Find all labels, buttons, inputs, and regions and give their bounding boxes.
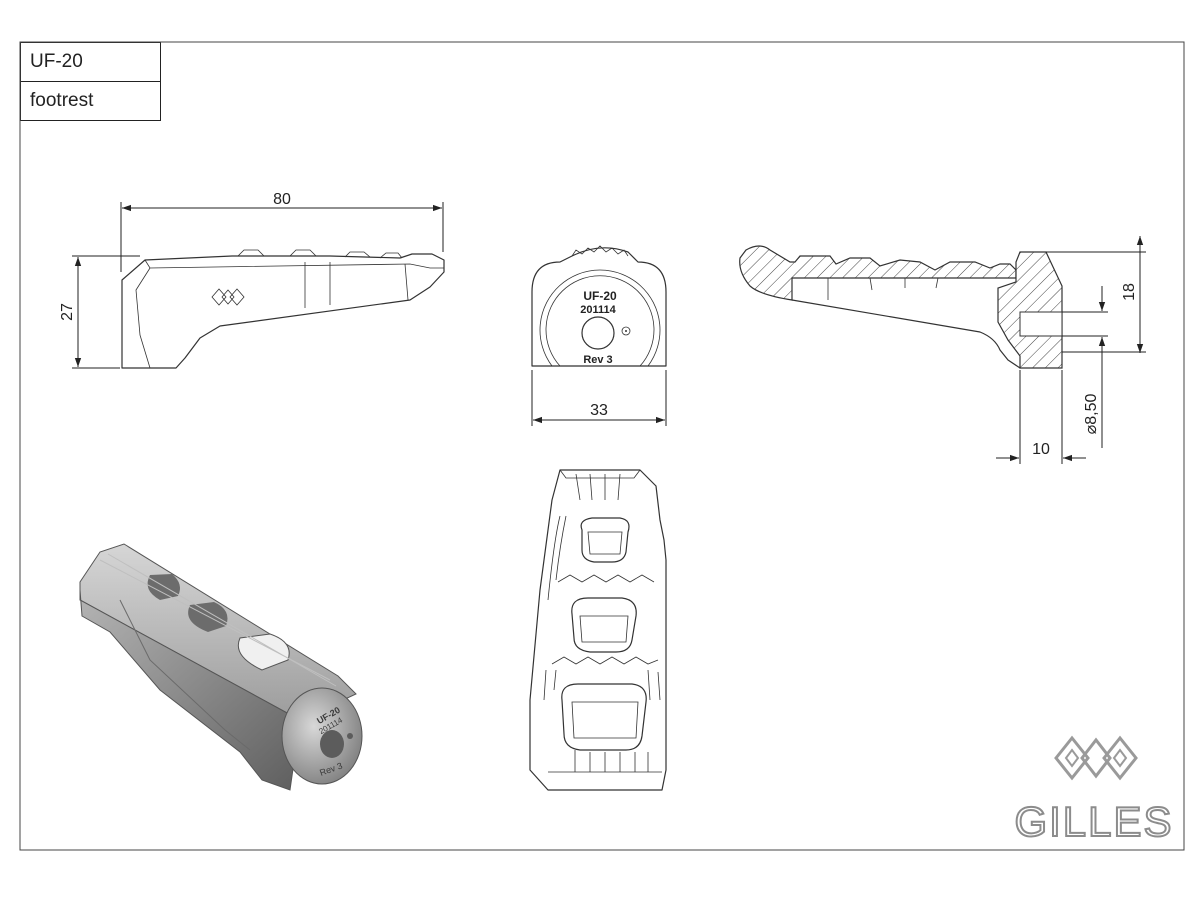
front-view: UF-20 201114 Rev 3 33 xyxy=(531,245,667,426)
dimension-hole-depth: 10 xyxy=(1032,441,1050,458)
sheet-frame xyxy=(19,41,1185,851)
dimension-front-width: 33 xyxy=(590,402,608,419)
isometric-render: UF-20 201114 Rev 3 xyxy=(79,543,363,791)
dimension-hole-diameter: ⌀8,50 xyxy=(1083,394,1100,435)
brand-logo-icon xyxy=(1054,735,1138,781)
engraving-date: 201114 xyxy=(580,304,616,316)
side-view: 80 27 xyxy=(59,191,445,369)
dimension-section-height: 18 xyxy=(1121,283,1138,301)
section-view: 18 ⌀8,50 10 xyxy=(739,236,1146,464)
engraving-revision: Rev 3 xyxy=(583,354,612,366)
dimension-side-length: 80 xyxy=(273,191,291,208)
brand-emblem-icon xyxy=(211,288,245,306)
brand-name: GILLES xyxy=(1014,798,1173,845)
top-view xyxy=(529,469,667,791)
engraving-code: UF-20 xyxy=(583,289,617,303)
brand-logo: GILLES xyxy=(1013,735,1173,846)
dimension-side-height: 27 xyxy=(59,303,76,321)
